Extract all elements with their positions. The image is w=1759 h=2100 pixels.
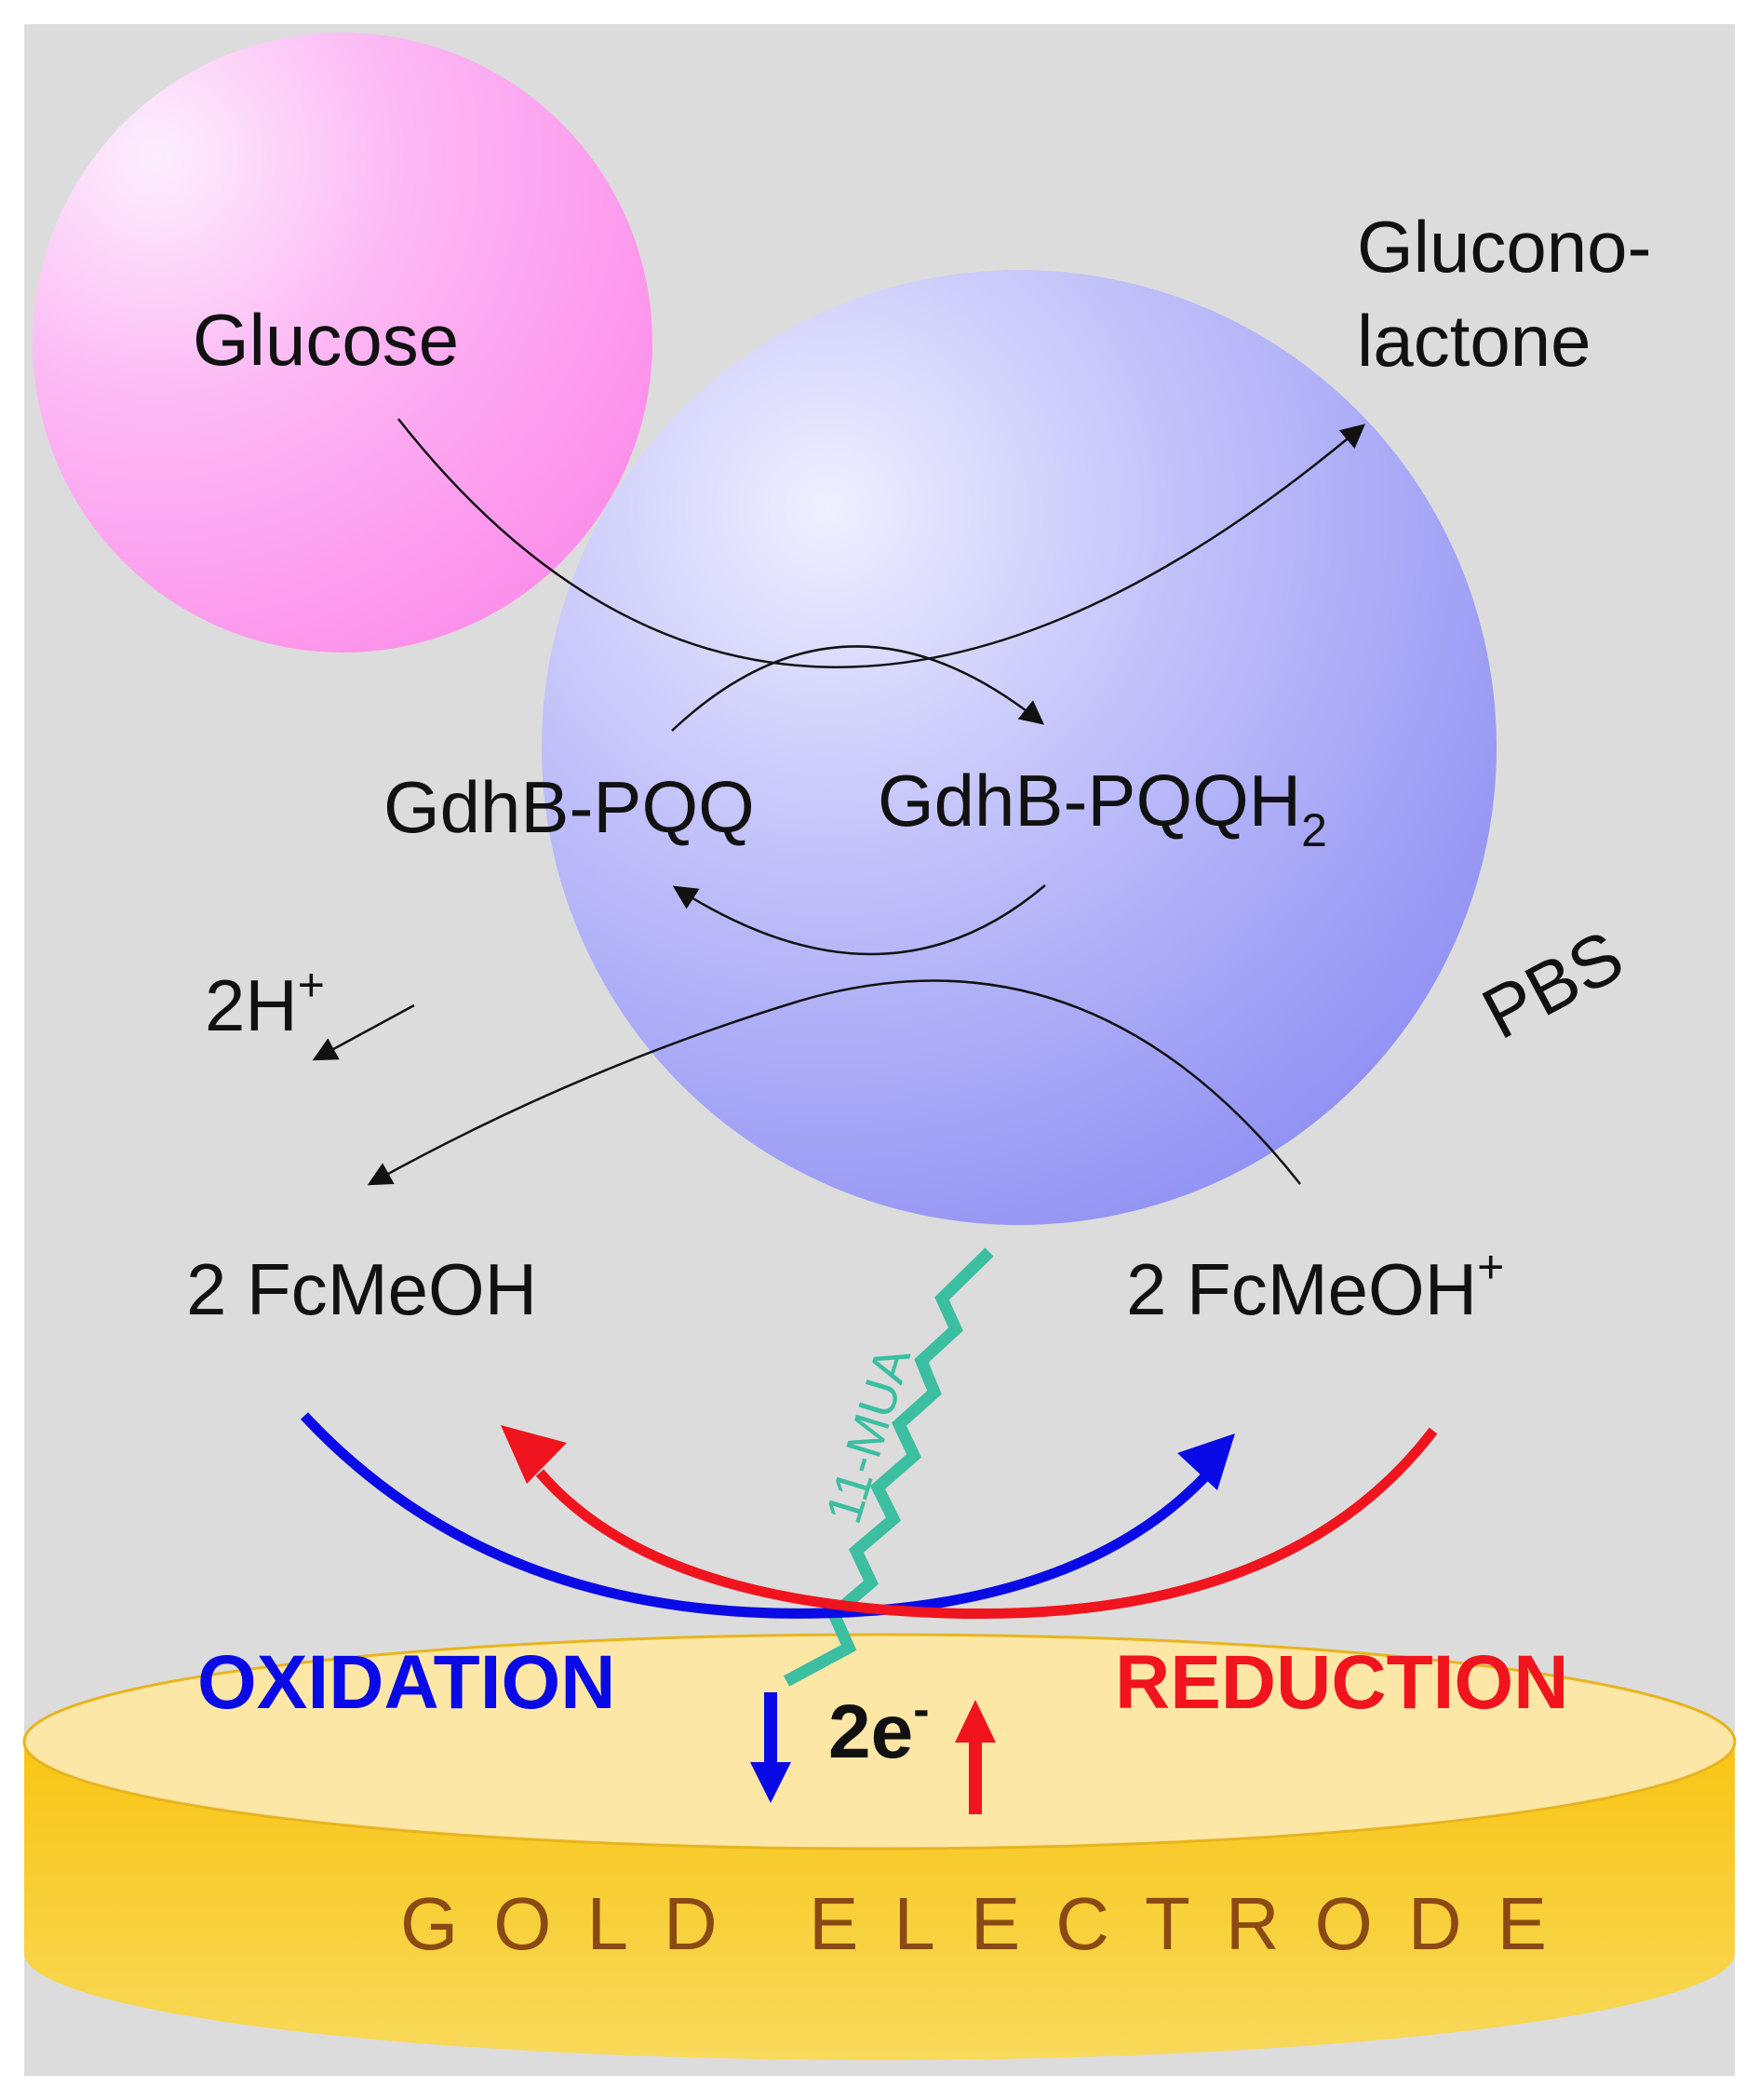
gdhb-pqqh2-subscript: 2: [1301, 804, 1327, 856]
gdhb-pqqh2-label: GdhB-PQQH2: [878, 760, 1327, 856]
fcmeoh-label: 2 FcMeOH: [186, 1248, 537, 1330]
gluconolactone-label-line1: Glucono-: [1357, 206, 1652, 288]
protons-superscript: +: [298, 959, 325, 1011]
fcmeoh-plus-label: 2 FcMeOH+: [1126, 1241, 1504, 1330]
electrons-main: 2e: [828, 1689, 913, 1774]
reduction-arc: [535, 1427, 1438, 1620]
electron-up-arrow: [955, 1700, 996, 1814]
fcmeoh-plus-main: 2 FcMeOH: [1126, 1248, 1477, 1330]
pqq-reduction-arrow: [671, 645, 1045, 732]
electrons-label: 2e-: [828, 1683, 930, 1774]
gluconolactone-label-line2: lactone: [1357, 300, 1591, 382]
reduction-label: REDUCTION: [1115, 1640, 1568, 1725]
mediator-reduction-arrow: [367, 979, 1301, 1186]
gold-electrode: GOLD ELECTRODE: [22, 1633, 1737, 2061]
enzyme-sphere: [542, 270, 1497, 1225]
protons-label: 2H+: [205, 959, 325, 1046]
glucose-to-gluconolactone-arrow: [397, 418, 1365, 668]
oxidation-arc: [300, 1412, 1215, 1619]
protons-main: 2H: [205, 964, 298, 1046]
oxidation-arrowhead: [1177, 1434, 1235, 1490]
oxidation-label: OXIDATION: [197, 1640, 615, 1725]
glucose-label: Glucose: [193, 299, 459, 381]
electrode-top: [22, 1633, 1737, 1851]
fcmeoh-plus-superscript: +: [1477, 1241, 1504, 1293]
electrode-label: GOLD ELECTRODE: [400, 1882, 1582, 1965]
reduction-arrowhead: [501, 1425, 567, 1484]
electrons-superscript: -: [913, 1683, 929, 1737]
gdhb-pqq-label: GdhB-PQQ: [383, 766, 755, 848]
glucose-sphere: [33, 33, 652, 653]
proton-release-arrow: [312, 1003, 415, 1061]
pqq-reoxidation-arrow: [672, 884, 1046, 956]
electron-down-arrow: [750, 1692, 791, 1803]
gdhb-pqqh2-main: GdhB-PQQH: [878, 760, 1301, 841]
